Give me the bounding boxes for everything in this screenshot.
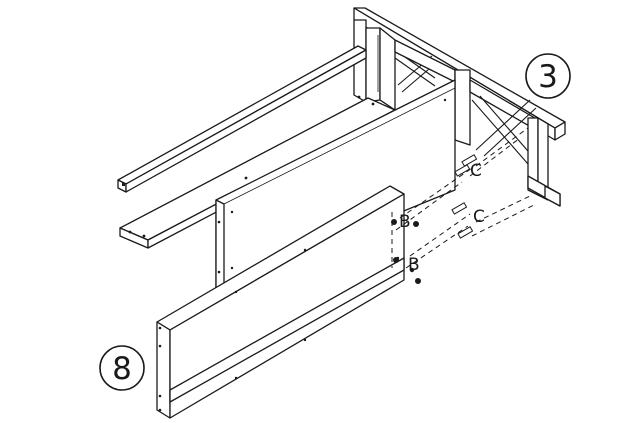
middle-panel <box>215 79 456 291</box>
screws-upper <box>391 219 419 227</box>
label-dowel-c-lower: C <box>473 207 485 227</box>
back-end-frame <box>353 19 456 111</box>
screws-lower <box>393 257 421 284</box>
long-slat-upper <box>117 45 367 193</box>
dowels-upper <box>454 154 478 177</box>
step-number-3: 3 <box>538 59 558 95</box>
label-screw-b-lower: B <box>408 255 420 275</box>
label-screw-b-upper: B <box>399 212 411 232</box>
label-dowel-c-upper: C <box>470 161 482 181</box>
step-callout-3: 3 <box>525 53 571 99</box>
front-end-frame <box>454 69 561 207</box>
step-number-8: 8 <box>112 351 132 387</box>
front-board-part-8 <box>156 185 405 419</box>
step-callout-8: 8 <box>99 345 145 391</box>
dowels-lower <box>451 202 474 239</box>
